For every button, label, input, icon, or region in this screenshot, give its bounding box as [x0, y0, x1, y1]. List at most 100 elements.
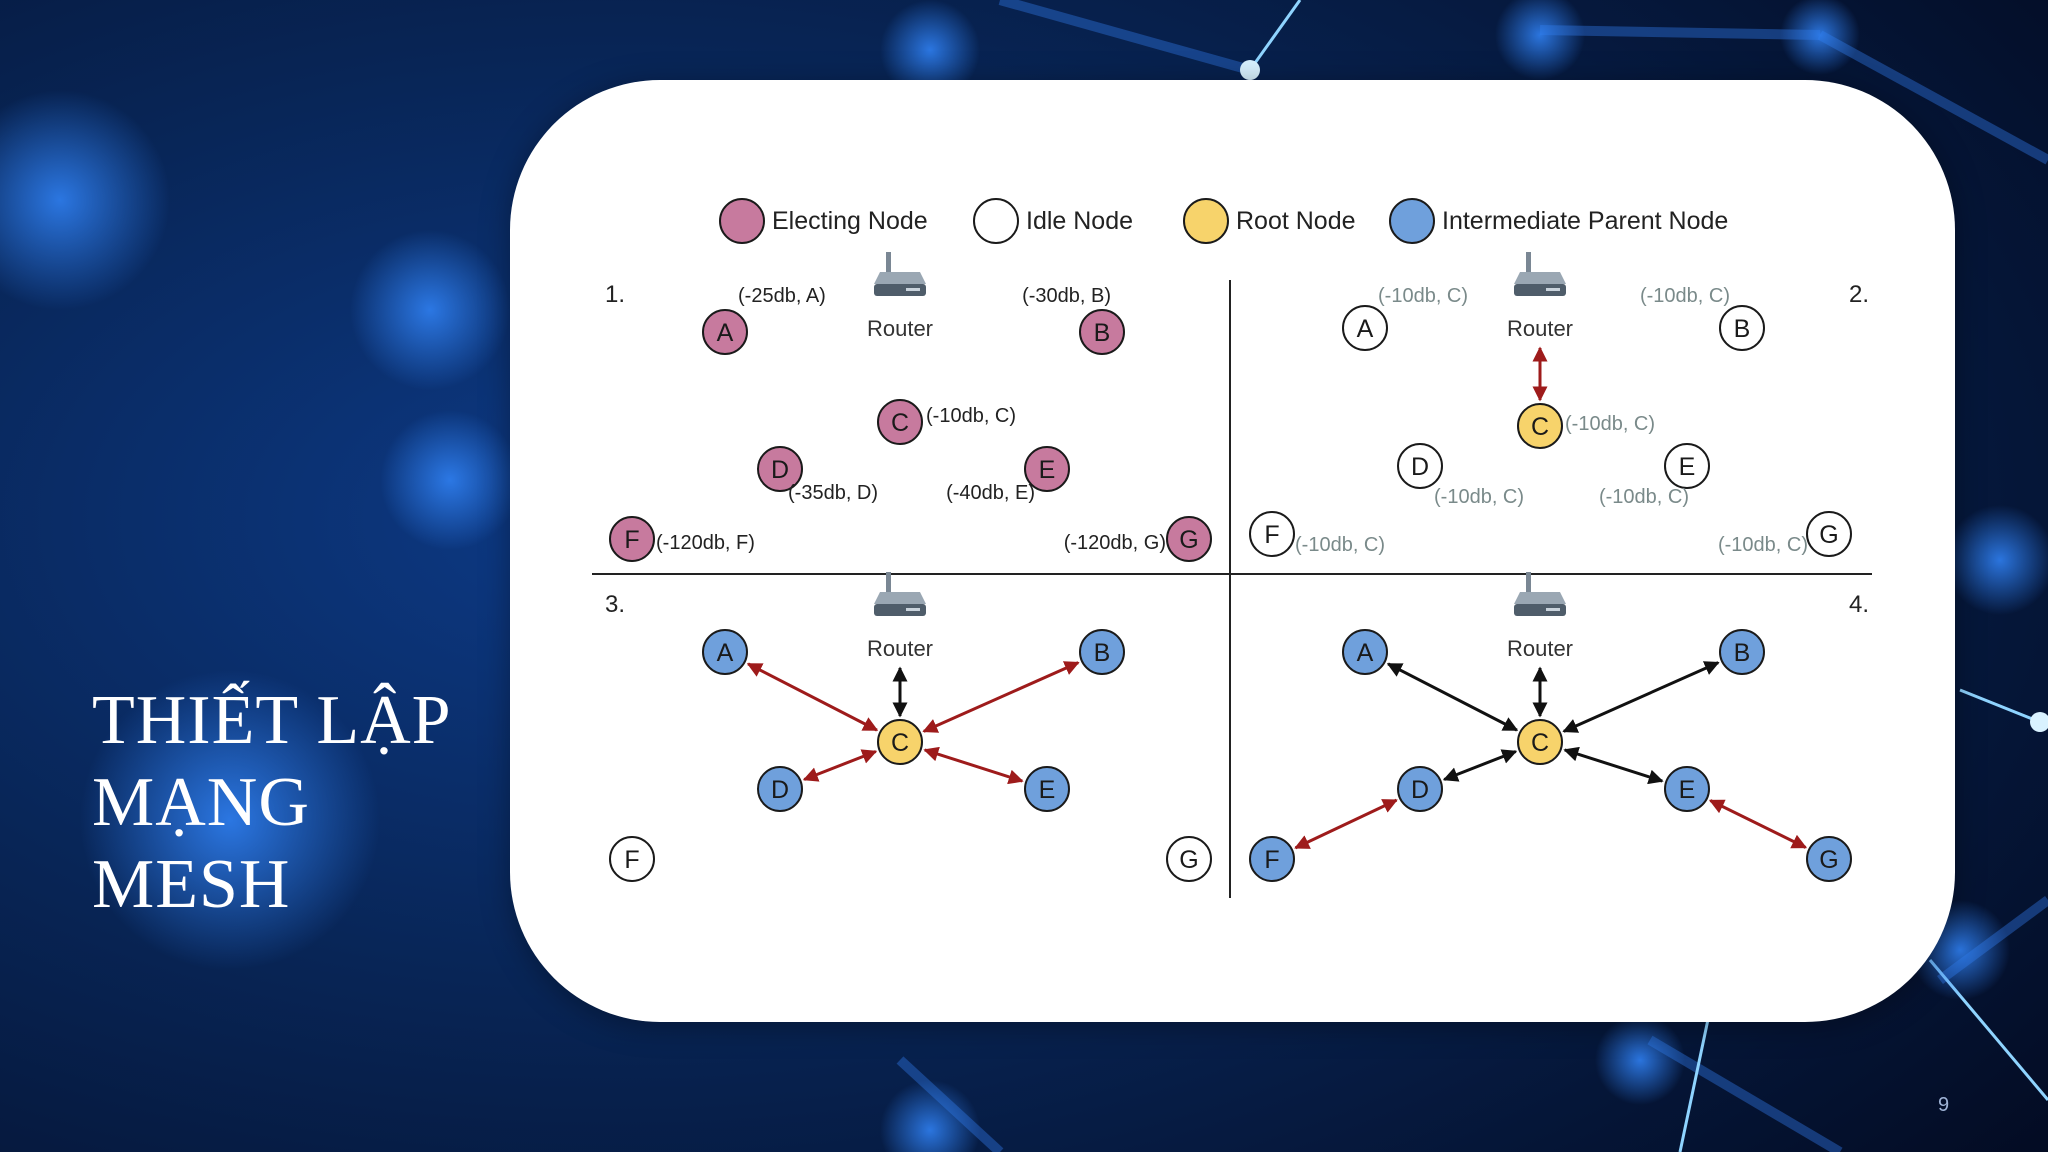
- node-letter: G: [1179, 526, 1198, 554]
- node-circle: [1517, 403, 1563, 449]
- node-circle: [1719, 305, 1765, 351]
- router-label: Router: [867, 316, 933, 341]
- node-g: G: [1166, 836, 1212, 882]
- node-signal-label: (-10db, C): [1718, 534, 1808, 556]
- node-g: G: [1806, 836, 1852, 882]
- node-c: C: [877, 719, 923, 765]
- node-f: F(-120db, F): [609, 516, 755, 562]
- node-circle: [1249, 511, 1295, 557]
- node-letter: G: [1819, 846, 1838, 874]
- node-circle: [1719, 629, 1765, 675]
- node-circle: [1806, 511, 1852, 557]
- node-letter: F: [624, 526, 639, 554]
- node-letter: E: [1039, 776, 1056, 804]
- legend-swatch: [1389, 198, 1435, 244]
- node-letter: F: [624, 846, 639, 874]
- router-label: Router: [1507, 636, 1573, 661]
- link-b-c: [1562, 661, 1720, 733]
- link-f-d: [1294, 798, 1398, 850]
- node-signal-label: (-10db, C): [926, 405, 1016, 427]
- node-circle: [1664, 443, 1710, 489]
- node-b: B: [1719, 629, 1765, 675]
- node-a: A(-10db, C): [1342, 285, 1468, 351]
- router-icon: [874, 252, 926, 296]
- node-letter: F: [1264, 521, 1279, 549]
- node-circle: [1024, 446, 1070, 492]
- node-g: G(-120db, G): [1064, 516, 1212, 562]
- node-circle: [877, 719, 923, 765]
- legend-item-idle: Idle Node: [973, 198, 1133, 244]
- legend-label: Intermediate Parent Node: [1442, 207, 1728, 235]
- node-circle: [1079, 629, 1125, 675]
- node-letter: G: [1179, 846, 1198, 874]
- node-a: A(-25db, A): [702, 285, 826, 355]
- legend-label: Electing Node: [772, 207, 928, 235]
- node-letter: E: [1679, 453, 1696, 481]
- legend-label: Root Node: [1236, 207, 1356, 235]
- node-circle: [1806, 836, 1852, 882]
- node-a: A: [702, 629, 748, 675]
- node-c: C (-10db, C): [1517, 403, 1655, 449]
- link-d-c: [802, 749, 878, 782]
- node-signal-label: (-10db, C): [1295, 534, 1385, 556]
- diagram-card: Electing Node Idle Node Root Node Intermedi…: [510, 80, 1955, 1022]
- node-b: B(-30db, B): [1022, 285, 1125, 355]
- link-e-c: [923, 746, 1024, 785]
- node-d: D: [1397, 766, 1443, 812]
- node-c: C: [1517, 719, 1563, 765]
- link-a-c: [746, 662, 879, 732]
- node-signal-label: (-10db, C): [1565, 413, 1655, 435]
- node-circle: [1397, 443, 1443, 489]
- node-e: E: [1664, 766, 1710, 812]
- node-e: E: [1024, 766, 1070, 812]
- node-letter: A: [1357, 315, 1374, 343]
- node-circle: [702, 309, 748, 355]
- page-number: 9: [1938, 1094, 1950, 1116]
- panel-number: 3.: [605, 591, 625, 618]
- link-a-c: [1386, 662, 1519, 732]
- router-icon: [1514, 572, 1566, 616]
- panel-number: 4.: [1849, 591, 1869, 618]
- legend-swatch: [973, 198, 1019, 244]
- node-d: D(-10db, C): [1397, 443, 1524, 508]
- node-circle: [1166, 836, 1212, 882]
- legend-swatch: [719, 198, 765, 244]
- node-circle: [1664, 766, 1710, 812]
- node-letter: B: [1734, 639, 1751, 667]
- node-circle: [757, 446, 803, 492]
- node-f: F: [1249, 836, 1295, 882]
- link-d-c: [1442, 749, 1518, 782]
- node-f: F: [609, 836, 655, 882]
- link-b-c: [922, 661, 1080, 733]
- node-letter: C: [1531, 729, 1549, 757]
- node-e: E(-40db, E): [946, 446, 1070, 504]
- node-d: D(-35db, D): [757, 446, 878, 504]
- router-label: Router: [1507, 316, 1573, 341]
- panel-number: 2.: [1849, 281, 1869, 308]
- node-e: E (-10db, C): [1599, 443, 1710, 508]
- node-signal-label: (-35db, D): [788, 482, 878, 504]
- node-circle: [1517, 719, 1563, 765]
- node-letter: B: [1094, 319, 1111, 347]
- node-letter: C: [891, 729, 909, 757]
- node-letter: G: [1819, 521, 1838, 549]
- node-letter: D: [1411, 776, 1429, 804]
- node-circle: [1249, 836, 1295, 882]
- slide-title-line: MẠNG: [92, 764, 310, 841]
- node-circle: [609, 516, 655, 562]
- node-letter: D: [1411, 453, 1429, 481]
- node-letter: C: [1531, 413, 1549, 441]
- node-signal-label: (-10db, C): [1434, 486, 1524, 508]
- node-circle: [1342, 305, 1388, 351]
- node-signal-label: (-10db, C): [1640, 285, 1730, 307]
- node-letter: D: [771, 776, 789, 804]
- node-signal-label: (-10db, C): [1599, 486, 1689, 508]
- node-g: G (-10db, C): [1718, 511, 1852, 557]
- node-circle: [1079, 309, 1125, 355]
- mesh-network-diagram: Electing Node Idle Node Root Node Intermedi…: [592, 198, 1872, 898]
- node-letter: E: [1039, 456, 1056, 484]
- slide-title-line: MESH: [92, 846, 291, 923]
- link-g-e: [1708, 799, 1808, 849]
